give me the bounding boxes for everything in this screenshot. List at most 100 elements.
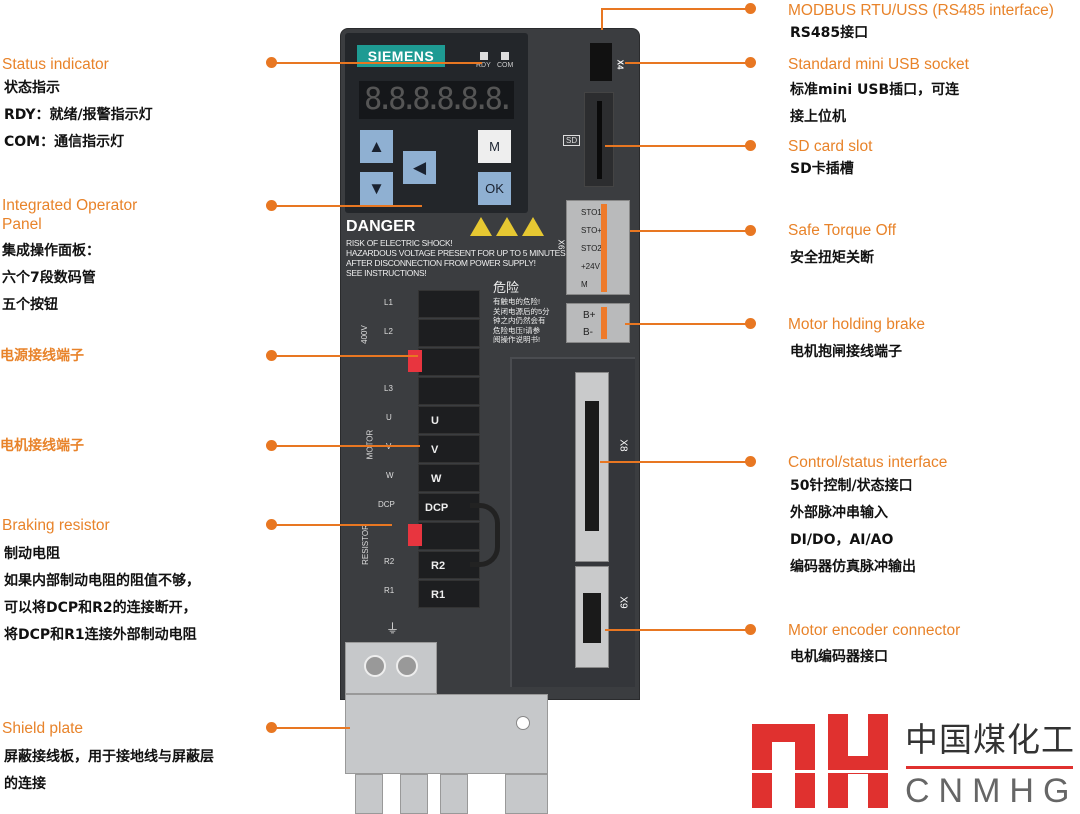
- desc-line: 集成操作面板：: [2, 243, 100, 259]
- logo-en: CNMHG: [905, 772, 1079, 810]
- terminal-l1[interactable]: [418, 290, 480, 318]
- callout-line: [625, 62, 749, 64]
- cn-danger-title: 危险: [493, 280, 520, 295]
- desc-line: 接上位机: [790, 109, 846, 125]
- terminal-dcp[interactable]: DCP: [418, 493, 480, 521]
- desc-line: 状态指示: [4, 80, 60, 96]
- terminal-label-l3: L3: [384, 384, 393, 393]
- braking-resistor-title: Braking resistor: [2, 517, 110, 534]
- brake-title: Motor holding brake: [788, 316, 925, 333]
- desc-line: 制动电阻: [4, 546, 60, 562]
- usb-desc: 标准mini USB插口，可连 接上位机: [790, 77, 959, 131]
- cn-danger-line: 有触电的危险!: [493, 297, 541, 306]
- lower-recess: [510, 357, 635, 687]
- resistor-group-label: RESISTOR: [360, 524, 370, 565]
- danger-title: DANGER: [346, 218, 416, 235]
- terminal-u[interactable]: U: [418, 406, 480, 434]
- cn-danger-line: 钟之内仍然会有: [493, 316, 546, 325]
- terminal-l3[interactable]: [418, 377, 480, 405]
- sd-card-title: SD card slot: [788, 138, 873, 155]
- x6-label: X6: [556, 239, 566, 250]
- sto-label: M: [581, 280, 588, 289]
- resistor-release-tab[interactable]: [408, 524, 422, 546]
- down-button[interactable]: ▼: [360, 172, 393, 205]
- callout-dot: [745, 140, 756, 151]
- callout-line: [272, 445, 420, 447]
- terminal-w[interactable]: W: [418, 464, 480, 492]
- modbus-title: MODBUS RTU/USS (RS485 interface): [788, 2, 1054, 19]
- ground-icon: ⏚: [386, 621, 400, 636]
- ok-button[interactable]: OK: [478, 172, 511, 205]
- sto-label: STO+: [581, 226, 602, 235]
- shield-plate: [345, 694, 548, 774]
- shield-plate-tab: [400, 774, 428, 814]
- callout-dot: [745, 57, 756, 68]
- mini-usb-socket[interactable]: [590, 43, 612, 81]
- status-indicator-title: Status indicator: [2, 56, 109, 73]
- com-led: [501, 52, 509, 60]
- desc-line: COM：通信指示灯: [4, 134, 125, 150]
- sto-label: +24V: [581, 262, 600, 271]
- callout-dot: [266, 440, 277, 451]
- rdy-led: [480, 52, 488, 60]
- brake-desc: 电机抱闸接线端子: [790, 344, 902, 360]
- siemens-logo: SIEMENS: [357, 45, 445, 67]
- status-indicator-desc: 状态指示 RDY：就绪/报警指示灯 COM：通信指示灯: [4, 75, 153, 156]
- desc-line: 可以将DCP和R2的连接断开，: [4, 600, 197, 616]
- callout-dot: [266, 519, 277, 530]
- logo-divider: [906, 766, 1073, 769]
- callout-line: [272, 524, 392, 526]
- callout-dot: [745, 318, 756, 329]
- power-release-tab[interactable]: [408, 350, 422, 372]
- callout-line: [601, 8, 603, 30]
- warning-icons: [470, 217, 544, 236]
- callout-line: [605, 629, 749, 631]
- desc-line: DI/DO，AI/AO: [790, 532, 894, 548]
- callout-dot: [266, 57, 277, 68]
- motor-terminal-title: 电机接线端子: [0, 438, 84, 454]
- terminal-r1[interactable]: R1: [418, 580, 480, 608]
- com-label: COM: [497, 62, 514, 69]
- callout-dot: [745, 456, 756, 467]
- up-button[interactable]: ▲: [360, 130, 393, 163]
- terminal-label-u: U: [386, 413, 392, 422]
- callout-dot: [266, 722, 277, 733]
- terminal-resistor-release[interactable]: [418, 522, 480, 550]
- sto-connector-x6[interactable]: STO1 STO+ STO2 +24V M: [566, 200, 630, 295]
- power-terminal-title: 电源接线端子: [0, 348, 84, 364]
- seven-segment-display: 8.8.8.8.8.8.: [359, 81, 514, 119]
- encoder-connector-x9[interactable]: [575, 566, 609, 668]
- callout-dot: [266, 350, 277, 361]
- modbus-desc: RS485接口: [790, 25, 869, 41]
- sto-desc: 安全扭矩关断: [790, 250, 874, 266]
- control-interface-title: Control/status interface: [788, 454, 948, 471]
- terminal-power-release[interactable]: [418, 348, 480, 376]
- m-button[interactable]: M: [478, 130, 511, 163]
- control-interface-x8[interactable]: [575, 372, 609, 562]
- cn-danger-line: 危险电压!请参: [493, 325, 541, 335]
- encoder-title: Motor encoder connector: [788, 622, 961, 639]
- screw-icon: [364, 655, 386, 677]
- sto-label: STO2: [581, 244, 602, 253]
- terminal-l2[interactable]: [418, 319, 480, 347]
- terminal-v[interactable]: V: [418, 435, 480, 463]
- callout-line: [601, 8, 749, 10]
- x9-label: X9: [617, 596, 629, 609]
- dcp-r2-jumper-wire: [470, 503, 500, 567]
- left-button[interactable]: ◀: [403, 151, 436, 184]
- cnmhg-logo-mark: [750, 714, 890, 808]
- desc-line: 标准mini USB插口，可连: [790, 82, 960, 98]
- braking-resistor-desc: 制动电阻 如果内部制动电阻的阻值不够， 可以将DCP和R2的连接断开， 将DCP…: [4, 541, 200, 649]
- terminal-label-r2: R2: [384, 557, 395, 566]
- callout-dot: [745, 225, 756, 236]
- control-interface-desc: 50针控制/状态接口 外部脉冲串输入 DI/DO，AI/AO 编码器仿真脉冲输出: [790, 473, 916, 581]
- callout-line: [600, 461, 749, 463]
- callout-line: [605, 145, 749, 147]
- shield-plate-top: [345, 642, 437, 694]
- shield-plate-tab: [505, 774, 548, 814]
- callout-dot: [745, 3, 756, 14]
- desc-line: 50针控制/状态接口: [790, 478, 913, 494]
- sd-card-slot[interactable]: [584, 92, 614, 187]
- terminal-r2[interactable]: R2: [418, 551, 480, 579]
- brake-connector-x7[interactable]: B+ B-: [566, 303, 630, 343]
